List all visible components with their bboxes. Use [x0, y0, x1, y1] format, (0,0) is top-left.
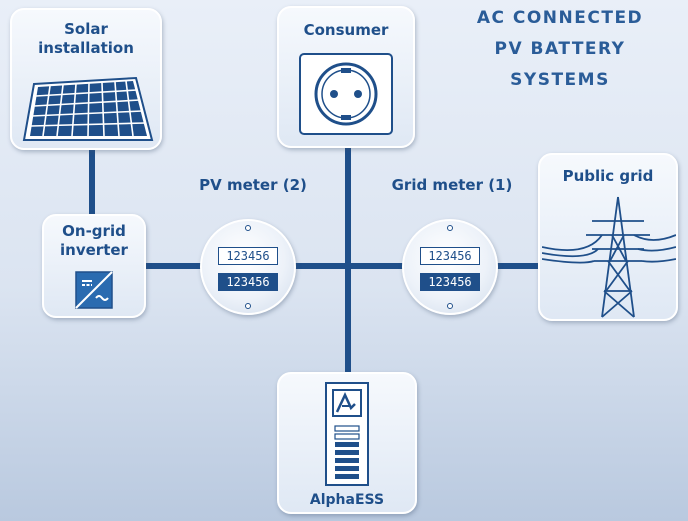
line-inverter-pvmeter: [146, 263, 202, 269]
consumer-label: Consumer: [303, 21, 389, 39]
grid-meter-reading-bottom: 123456: [420, 273, 480, 291]
meter-screw-top: [245, 225, 251, 231]
power-socket-icon: [299, 53, 393, 135]
meter-screw-top: [447, 225, 453, 231]
pv-meter-reading-top: 123456: [218, 247, 278, 265]
pv-meter: 123456 123456: [200, 219, 296, 315]
inverter-icon: [75, 271, 113, 309]
line-consumer-bus: [345, 146, 351, 268]
grid-meter-label: Grid meter (1): [391, 176, 513, 194]
solar-label-line-2: installation: [38, 39, 134, 57]
public-grid-label: Public grid: [562, 167, 654, 185]
diagram-title-line-3: SYSTEMS: [510, 70, 610, 90]
line-bus-battery: [345, 266, 351, 378]
public-grid-node: Public grid: [538, 153, 678, 321]
diagram-title-line-1: AC CONNECTED: [476, 8, 644, 28]
consumer-node: Consumer: [277, 6, 415, 148]
inverter-label-line-2: inverter: [60, 241, 128, 259]
inverter-label-line-1: On-grid: [62, 222, 126, 240]
line-gridmeter-publicgrid: [496, 263, 540, 269]
meter-screw-bottom: [447, 303, 453, 309]
meter-screw-bottom: [245, 303, 251, 309]
grid-meter-reading-top: 123456: [420, 247, 480, 265]
solar-label-line-1: Solar: [64, 20, 108, 38]
alphaess-battery-node: AlphaESS: [277, 372, 417, 514]
pv-meter-reading-bottom: 123456: [218, 273, 278, 291]
solar-panel-icon: [22, 76, 154, 141]
alphaess-label: AlphaESS: [309, 492, 385, 508]
battery-storage-icon: [325, 382, 369, 486]
on-grid-inverter-node: On-grid inverter: [42, 214, 146, 318]
pv-meter-label: PV meter (2): [199, 176, 307, 194]
grid-meter: 123456 123456: [402, 219, 498, 315]
line-solar-inverter: [89, 148, 95, 218]
power-tower-icon: [542, 196, 676, 318]
diagram-title-line-2: PV BATTERY: [494, 39, 626, 59]
solar-installation-node: Solar installation: [10, 8, 162, 150]
